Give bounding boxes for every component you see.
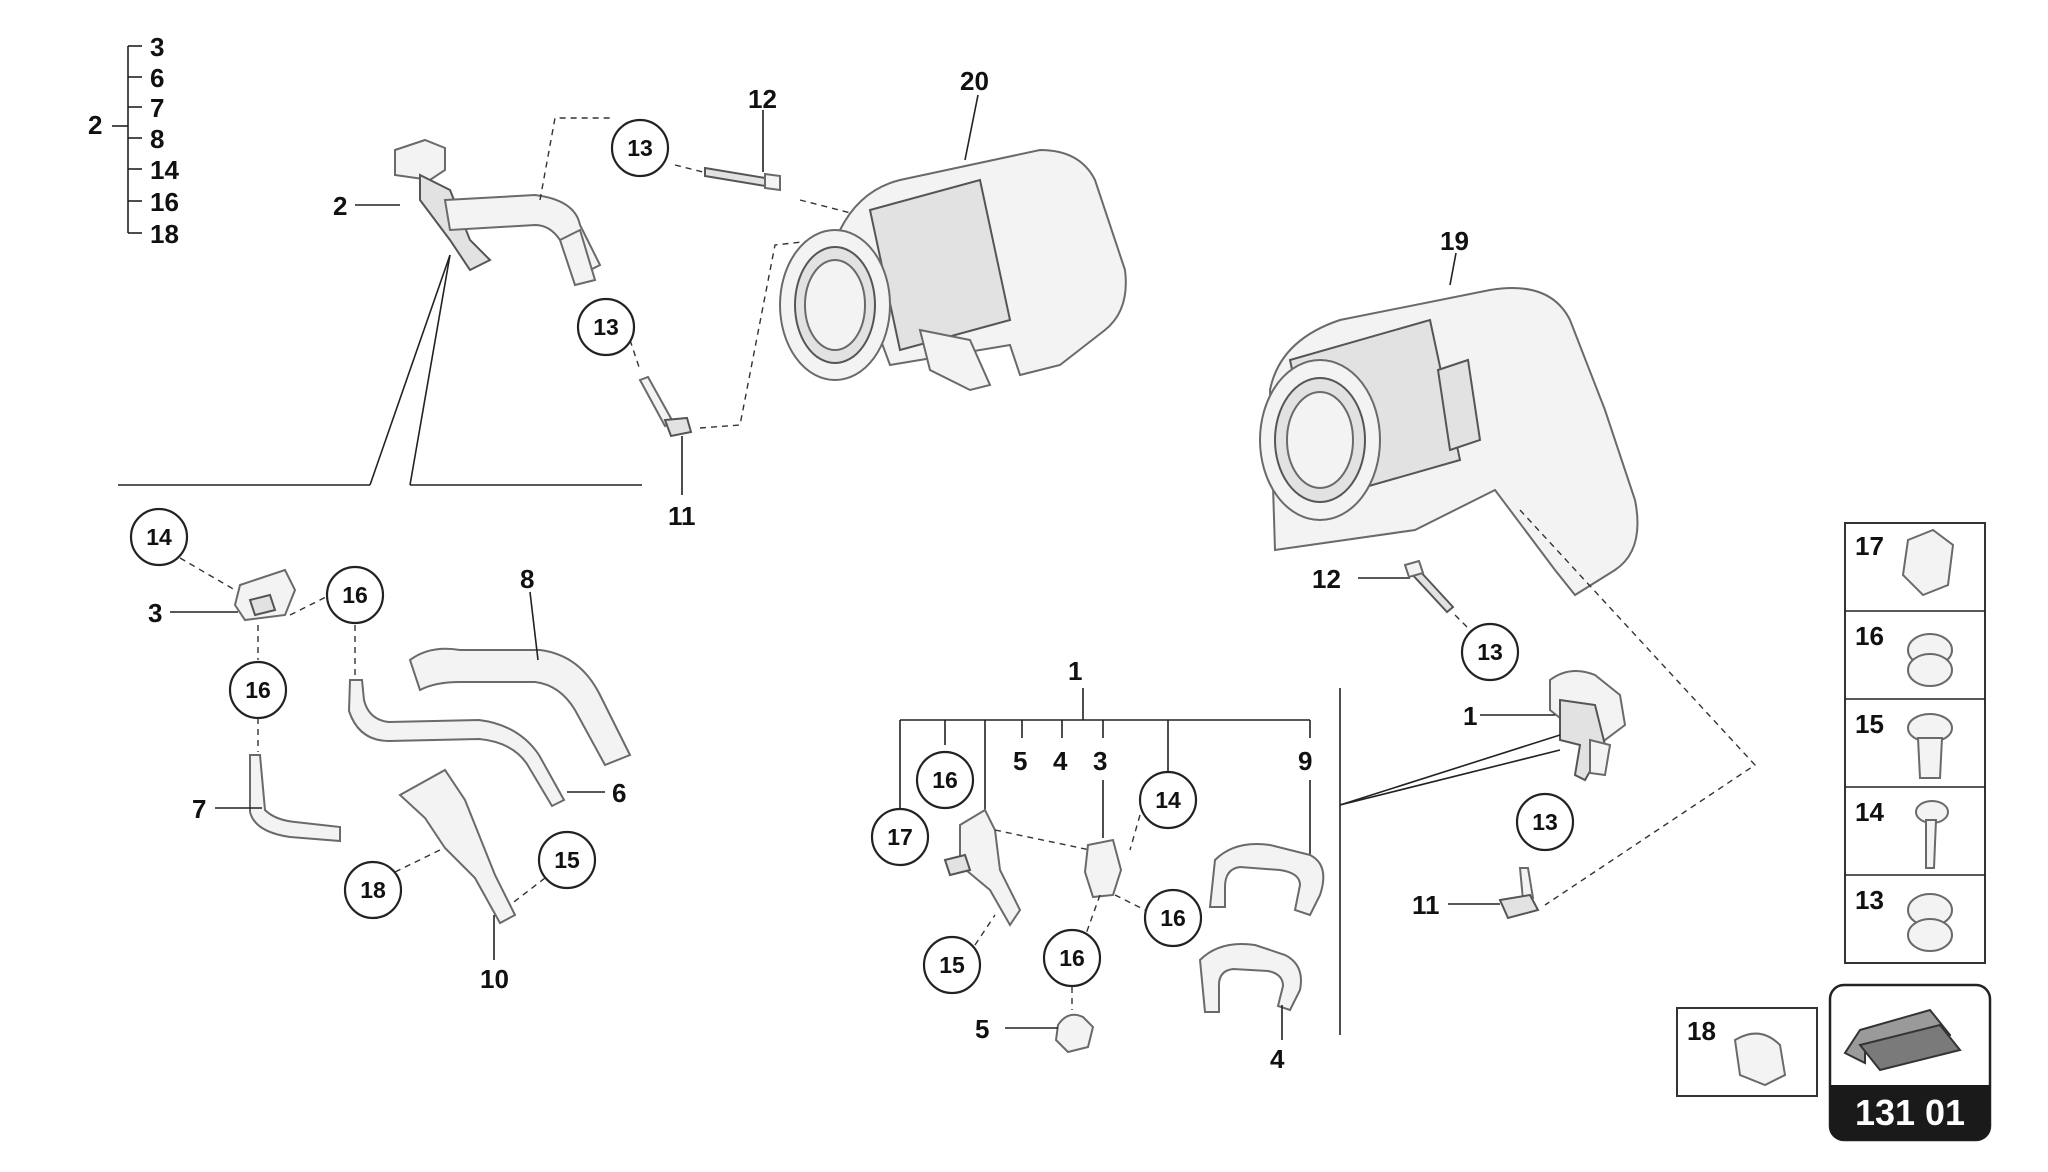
callout-13: 13 (1460, 622, 1520, 682)
svg-text:16: 16 (1059, 945, 1085, 971)
svg-text:15: 15 (939, 952, 965, 978)
explode-line (1339, 749, 1561, 806)
part-label-11-right: 11 (1412, 890, 1440, 920)
bolt-12: 12 (704, 84, 781, 192)
legend-item-15: 15 (1855, 709, 1953, 779)
catalytic-converter-19: 19 (1259, 226, 1639, 597)
bracket-10: 10 (398, 768, 517, 994)
page-reference-label: 131 01 (1855, 1092, 1965, 1133)
callout-14: 14 (1138, 770, 1198, 830)
part-label-19: 19 (1440, 226, 1469, 256)
part-label-1: 1 (1068, 656, 1082, 686)
part-label-6: 6 (612, 778, 626, 808)
part-label-1-right: 1 (1463, 701, 1477, 731)
svg-text:17: 17 (887, 824, 913, 850)
part-label-2: 2 (333, 191, 347, 221)
hose-11: 11 (638, 375, 696, 531)
svg-text:13: 13 (1855, 885, 1884, 915)
catalytic-converter-20: 20 (779, 66, 1127, 392)
part-label-8: 8 (520, 564, 534, 594)
tree-child-label: 18 (150, 219, 179, 249)
tree-child-label: 16 (150, 187, 179, 217)
svg-text:16: 16 (932, 767, 958, 793)
callout-16: 16 (1143, 888, 1203, 948)
bolt-12-right: 12 (1312, 559, 1455, 614)
part-label-12: 12 (748, 84, 777, 114)
svg-text:16: 16 (1855, 621, 1884, 651)
svg-text:15: 15 (554, 847, 580, 873)
tree-child-label: 7 (150, 93, 164, 123)
part-label-7: 7 (192, 794, 206, 824)
callout-16: 16 (1042, 928, 1102, 988)
callout-15: 15 (537, 830, 597, 890)
part-label-4: 4 (1053, 746, 1068, 776)
callout-18: 18 (343, 860, 403, 920)
part-label-3: 3 (1093, 746, 1107, 776)
callout-15: 15 (922, 935, 982, 995)
svg-text:14: 14 (1155, 787, 1181, 813)
svg-text:13: 13 (593, 314, 619, 340)
tree-child-label: 14 (150, 155, 179, 185)
legend-item-18-label: 18 (1687, 1016, 1716, 1046)
part-label-5: 5 (1013, 746, 1027, 776)
part-label-4-lower: 4 (1270, 1044, 1285, 1074)
hose-7: 7 (192, 754, 341, 843)
explode-line (369, 254, 451, 486)
tree-child-label: 6 (150, 63, 164, 93)
sensor-assembly-upper: 2 (333, 138, 602, 287)
part-label-20: 20 (960, 66, 989, 96)
sensor-assembly-right: 1 (1463, 670, 1627, 782)
tree-child-label: 3 (150, 32, 164, 62)
callout-13: 13 (610, 118, 670, 178)
svg-text:17: 17 (1855, 531, 1884, 561)
sensor-center (1083, 838, 1123, 899)
svg-text:16: 16 (342, 582, 368, 608)
part-label-10: 10 (480, 964, 509, 994)
assembly-tree: 2 3 6 7 8 14 16 18 (88, 32, 179, 249)
svg-text:16: 16 (1160, 905, 1186, 931)
explode-line (409, 254, 451, 486)
hose-9 (1208, 843, 1325, 917)
callout-16: 16 (915, 750, 975, 810)
group-1-tree: 1 5 4 3 9 (899, 656, 1312, 858)
svg-text:14: 14 (1855, 797, 1884, 827)
callout-16: 16 (325, 565, 385, 625)
legend-item-17: 17 (1855, 528, 1955, 597)
part-label-5-lower: 5 (975, 1014, 989, 1044)
legend-item-14: 14 (1855, 797, 1949, 869)
callout-13: 13 (576, 297, 636, 357)
svg-text:13: 13 (1477, 639, 1503, 665)
part-label-3: 3 (148, 598, 162, 628)
hose-11-right: 11 (1412, 867, 1540, 920)
callout-14: 14 (129, 507, 189, 567)
tree-root-label: 2 (88, 110, 102, 140)
explode-line (1339, 734, 1561, 806)
bracket-assembly (943, 808, 1022, 927)
callout-17: 17 (870, 807, 930, 867)
legend-panel: 17 16 15 14 13 18 (1676, 522, 1986, 1097)
hose-4: 4 (1198, 943, 1302, 1074)
svg-text:18: 18 (360, 877, 386, 903)
svg-text:15: 15 (1855, 709, 1884, 739)
sensor-3: 3 (148, 568, 297, 628)
callout-16: 16 (228, 660, 288, 720)
part-label-12-right: 12 (1312, 564, 1341, 594)
hose-8: 8 (408, 564, 632, 767)
hose-6: 6 (347, 679, 626, 808)
part-label-9: 9 (1298, 746, 1312, 776)
part-label-11: 11 (668, 501, 696, 531)
callout-13: 13 (1515, 792, 1575, 852)
svg-text:13: 13 (1532, 809, 1558, 835)
tree-child-label: 8 (150, 124, 164, 154)
svg-text:16: 16 (245, 677, 271, 703)
legend-item-16: 16 (1855, 621, 1953, 687)
clamp-5: 5 (975, 1013, 1095, 1054)
svg-text:14: 14 (146, 524, 172, 550)
page-reference-button[interactable]: 131 01 (1828, 983, 1992, 1142)
svg-text:13: 13 (627, 135, 653, 161)
legend-item-13: 13 (1855, 885, 1953, 952)
